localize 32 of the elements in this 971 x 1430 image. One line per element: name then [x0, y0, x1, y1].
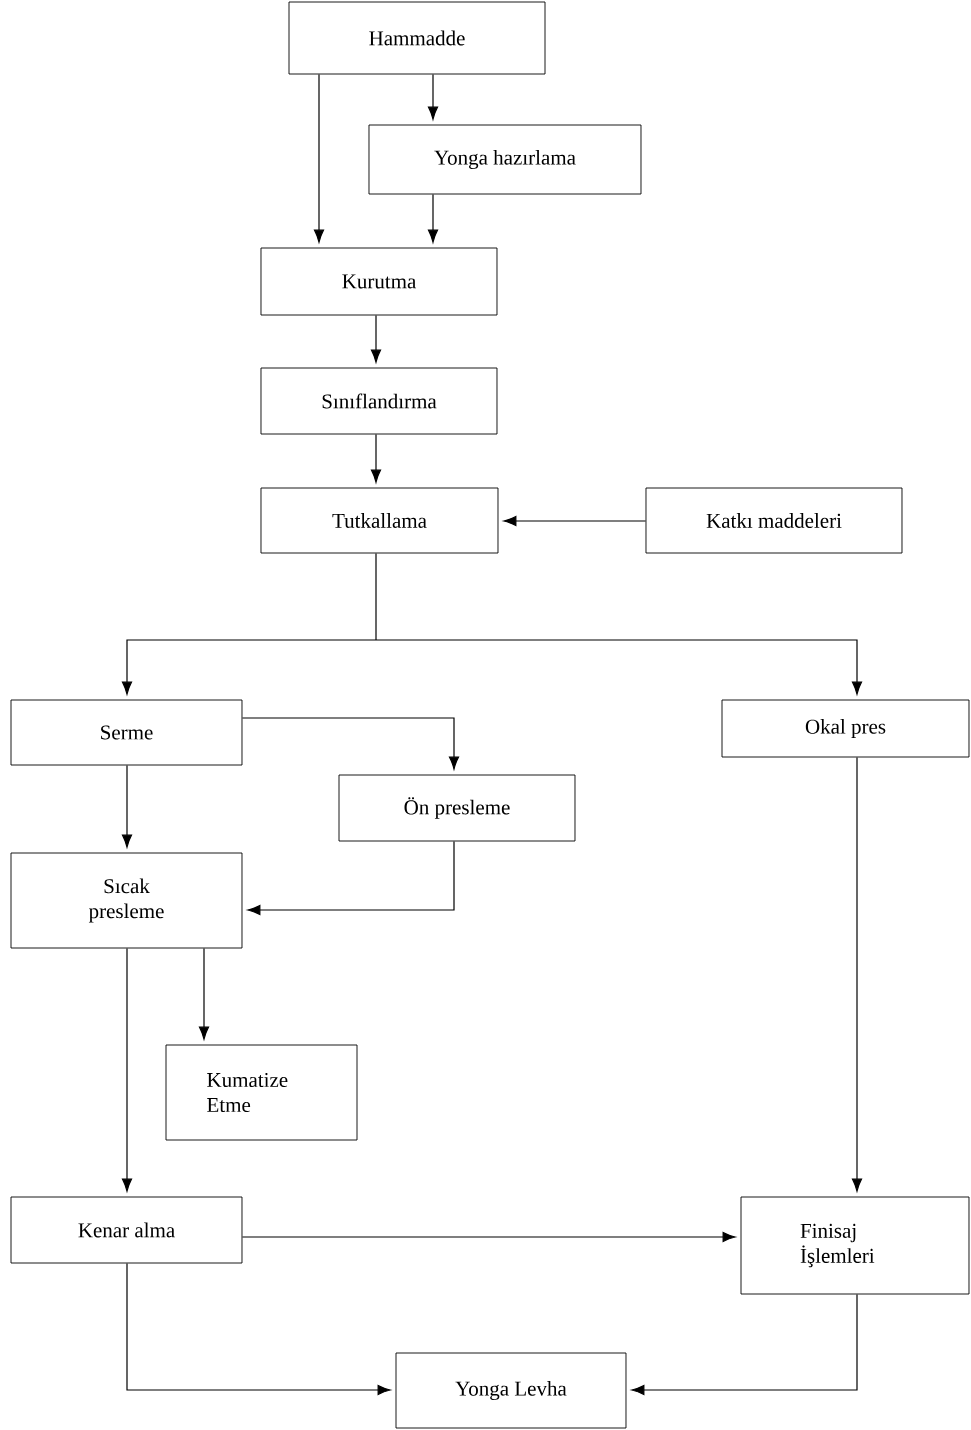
arrow — [427, 73, 439, 120]
arrow — [375, 639, 863, 695]
line — [375, 552, 377, 641]
process-box: Kumatize Etme — [165, 1044, 358, 1141]
process-box: Katkı maddeleri — [645, 487, 903, 554]
arrow — [427, 193, 439, 243]
process-box: Finisaj İşlemleri — [740, 1196, 970, 1295]
arrow — [126, 1262, 391, 1396]
process-box: Okal pres — [721, 699, 970, 758]
arrow — [631, 1293, 858, 1396]
arrow — [247, 840, 455, 916]
arrow — [370, 433, 382, 483]
process-box: Yonga hazırlama — [368, 124, 642, 195]
arrow — [121, 947, 133, 1192]
arrow — [313, 73, 325, 243]
process-box: Kurutma — [260, 247, 498, 316]
process-box: Sıcak presleme — [10, 852, 243, 949]
process-box: Sınıflandırma — [260, 367, 498, 435]
arrow — [121, 639, 377, 695]
arrow — [370, 314, 382, 363]
process-box: Kenar alma — [10, 1196, 243, 1264]
arrow — [503, 515, 647, 527]
process-box: Serme — [10, 699, 243, 766]
arrow — [241, 1231, 736, 1243]
process-box: Ön presleme — [338, 774, 576, 842]
process-box: Tutkallama — [260, 487, 499, 554]
process-box: Hammadde — [288, 1, 546, 75]
arrow — [121, 764, 133, 848]
arrow — [198, 947, 210, 1040]
process-box: Yonga Levha — [395, 1352, 627, 1429]
arrow — [241, 717, 460, 770]
arrow — [851, 756, 863, 1192]
